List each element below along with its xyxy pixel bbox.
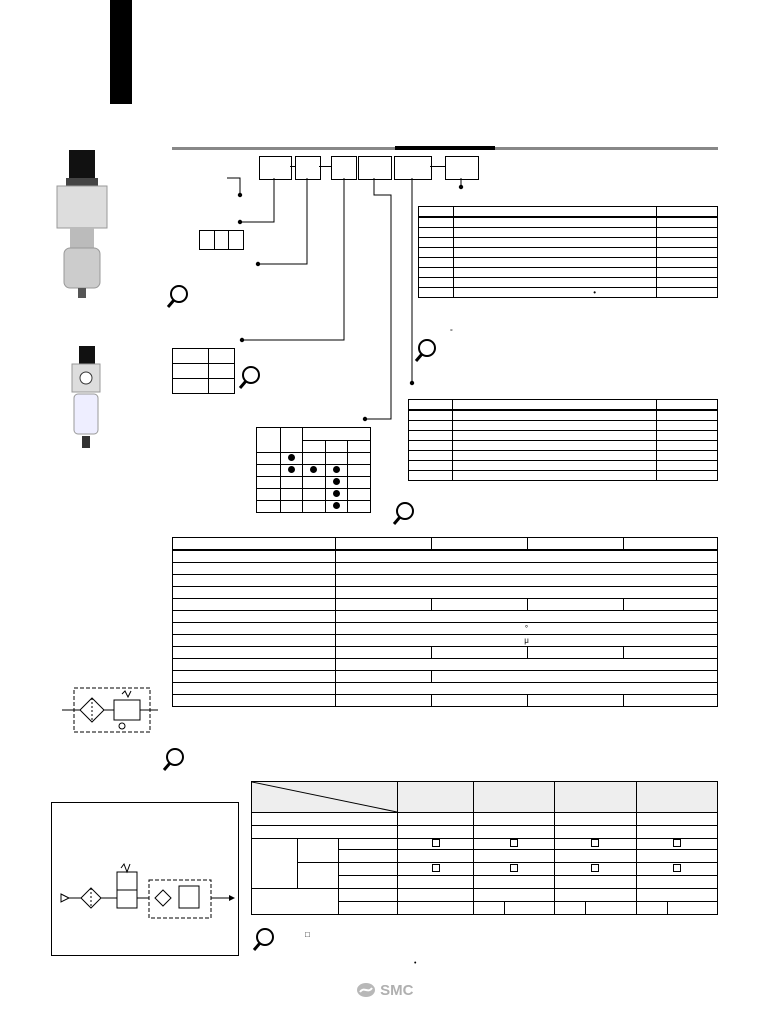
square-mark <box>673 864 682 872</box>
part-box-5 <box>394 156 432 180</box>
section-tab <box>110 0 132 104</box>
dot-row <box>255 488 371 501</box>
bullet-mark: • <box>593 288 596 297</box>
square-mark <box>591 864 600 872</box>
square-mark <box>673 839 682 847</box>
header-rule-accent <box>395 146 495 150</box>
filter-regulator-symbol <box>62 687 158 733</box>
filter-regulator-photo <box>56 150 108 298</box>
option-table-top: • <box>418 206 718 298</box>
compatibility-dot-table <box>255 427 371 513</box>
square-mark <box>431 839 440 847</box>
filter-regulator-clear-photo <box>71 346 101 448</box>
note-magnifier-icon <box>414 339 436 362</box>
part-box-2 <box>295 156 321 180</box>
degree-mark: ° <box>524 624 529 633</box>
dash-3 <box>430 166 445 167</box>
specification-table: ° μ <box>172 537 718 707</box>
dot-row <box>255 500 371 513</box>
note-magnifier-icon <box>162 748 184 771</box>
port-size-table <box>172 348 235 394</box>
part-box-4 <box>358 156 392 180</box>
circuit-example-frame <box>51 802 239 956</box>
small-dot-mark: • <box>414 960 417 967</box>
note-magnifier-icon <box>392 502 414 525</box>
dash-2 <box>319 166 331 167</box>
dot-row <box>255 452 371 465</box>
note-magnifier-icon <box>238 366 260 389</box>
square-mark <box>431 864 440 872</box>
dash-1 <box>290 166 295 167</box>
part-box-1 <box>259 156 292 180</box>
footnote-square-mark: □ <box>305 930 310 939</box>
square-mark <box>591 839 600 847</box>
degree-mark: ° <box>450 329 453 336</box>
dot-row <box>255 464 371 477</box>
dot-row <box>255 476 371 489</box>
accessory-table <box>251 781 718 915</box>
smc-logo: SMC <box>356 982 414 999</box>
micron-mark: μ <box>524 636 529 645</box>
part-box-6 <box>445 156 479 180</box>
size-code-table <box>199 230 244 250</box>
smc-logo-text: SMC <box>380 982 414 999</box>
note-magnifier-icon <box>166 285 188 308</box>
square-mark <box>509 839 518 847</box>
option-table-mid <box>408 399 718 481</box>
part-box-3 <box>331 156 357 180</box>
circuit-example-diagram <box>60 862 235 919</box>
note-magnifier-icon <box>252 928 274 951</box>
square-mark <box>509 864 518 872</box>
